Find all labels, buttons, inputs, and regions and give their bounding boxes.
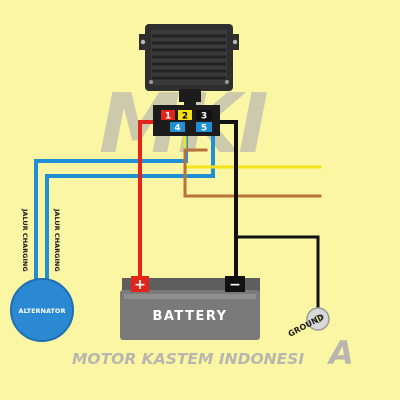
- ground-ring-hole: [314, 315, 322, 323]
- connector: 1 2 3 4 5: [153, 105, 220, 136]
- connector-pin-4: 4: [170, 122, 185, 134]
- pin-3-label: 3: [201, 112, 207, 122]
- battery-label: BATTERY: [152, 309, 227, 324]
- regulator-screw-left: [140, 39, 146, 45]
- connector-pin-5: 5: [196, 122, 212, 134]
- blue-wire-2: [45, 126, 215, 298]
- regulator-screw-left-2: [149, 80, 153, 84]
- black-ground-wire: [234, 235, 320, 308]
- pin-5-label: 5: [201, 124, 207, 134]
- regulator-fin-lines: [152, 34, 226, 80]
- alternator-label: ALTERNATOR: [19, 307, 66, 315]
- battery-positive-symbol: +: [134, 277, 146, 293]
- connector-pin-3: 3: [196, 110, 212, 122]
- battery-body: [120, 290, 260, 340]
- charging-label-1: JALUR CHARGING: [21, 208, 29, 272]
- pin-2-label: 2: [182, 112, 188, 122]
- regulator-plug: [179, 89, 201, 102]
- footer-watermark-letter: A: [326, 334, 354, 372]
- regulator-rectifier: [139, 24, 239, 106]
- regulator-screw-right-2: [225, 80, 229, 84]
- alternator-rim: [10, 278, 74, 342]
- pin-1-label: 1: [165, 112, 171, 122]
- connector-pin-2: 2: [178, 110, 192, 122]
- pin-4-label: 4: [174, 124, 180, 134]
- regulator-screw-right: [232, 39, 238, 45]
- brown-wire: [183, 148, 322, 198]
- black-wire: [218, 120, 238, 285]
- battery-negative-terminal: [225, 276, 245, 292]
- battery: + − BATTERY: [120, 276, 260, 340]
- alternator-body: [11, 279, 73, 341]
- battery-body-highlight: [124, 294, 256, 299]
- footer-watermark: MOTOR KASTEM INDONESI: [72, 350, 304, 368]
- alternator: ALTERNATOR: [10, 278, 74, 342]
- regulator-plug-neck: [184, 101, 196, 106]
- ground-terminal: GROUND: [287, 307, 330, 339]
- battery-positive-terminal: [131, 276, 149, 292]
- connector-pin-1: 1: [161, 110, 175, 122]
- charging-label-2: JALUR CHARGING: [53, 208, 61, 272]
- battery-negative-symbol: −: [229, 277, 241, 293]
